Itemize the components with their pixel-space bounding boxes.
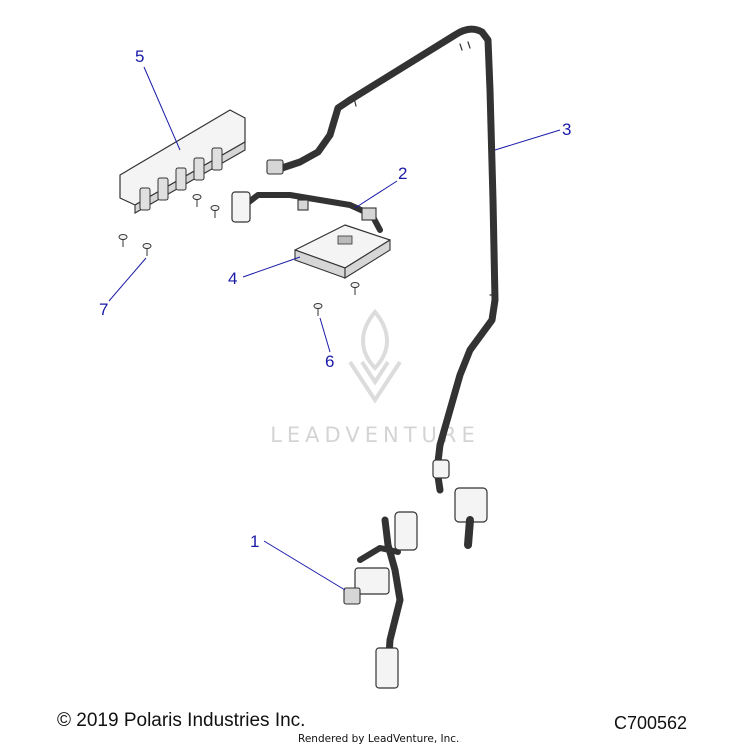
leader-line bbox=[494, 129, 561, 151]
screw-icon bbox=[313, 303, 323, 316]
callout-3: 3 bbox=[494, 120, 571, 151]
callout-5: 5 bbox=[135, 47, 181, 151]
main-harness-part-3 bbox=[266, 25, 499, 549]
callout-number: 5 bbox=[135, 47, 144, 66]
callout-number: 6 bbox=[325, 352, 334, 371]
flame-logo-icon bbox=[348, 308, 402, 404]
callout-number: 4 bbox=[228, 269, 237, 288]
callout-4: 4 bbox=[228, 256, 301, 288]
callout-6: 6 bbox=[319, 317, 334, 371]
rendered-by-text: Rendered by LeadVenture, Inc. bbox=[298, 733, 460, 745]
connector-icon bbox=[432, 459, 450, 479]
relay-icon bbox=[354, 567, 390, 595]
leader-line bbox=[108, 257, 147, 302]
module-part-4 bbox=[294, 224, 391, 279]
callout-number: 2 bbox=[398, 164, 407, 183]
callout-7: 7 bbox=[99, 257, 147, 319]
connector-icon bbox=[375, 647, 399, 689]
jumper-harness-part-2 bbox=[231, 191, 383, 233]
copyright-text: © 2019 Polaris Industries Inc. bbox=[57, 710, 306, 731]
screw-icon bbox=[118, 234, 128, 247]
callout-1: 1 bbox=[250, 532, 346, 591]
leader-line bbox=[143, 66, 181, 151]
callout-number: 3 bbox=[562, 120, 571, 139]
screw-icon bbox=[142, 243, 152, 256]
leader-line bbox=[263, 540, 346, 591]
connector-icon bbox=[231, 191, 251, 223]
callout-number: 1 bbox=[250, 532, 259, 551]
connector-icon bbox=[343, 587, 361, 605]
callout-number: 7 bbox=[99, 300, 108, 319]
clip-icon bbox=[297, 199, 309, 211]
connector-icon bbox=[266, 159, 284, 175]
callout-2: 2 bbox=[354, 164, 407, 209]
leader-line bbox=[319, 317, 331, 353]
screw-icon bbox=[350, 282, 360, 295]
connector-icon bbox=[394, 511, 418, 551]
screw-icon bbox=[192, 194, 202, 207]
clip-icon bbox=[361, 207, 377, 221]
leader-line bbox=[354, 180, 398, 209]
connector-block-part-5 bbox=[119, 109, 246, 214]
harness-assembly-part-1 bbox=[343, 511, 418, 689]
leader-line bbox=[242, 256, 301, 278]
diagram-code: C700562 bbox=[614, 713, 688, 733]
screw-icon bbox=[210, 205, 220, 218]
fasteners bbox=[118, 194, 360, 316]
